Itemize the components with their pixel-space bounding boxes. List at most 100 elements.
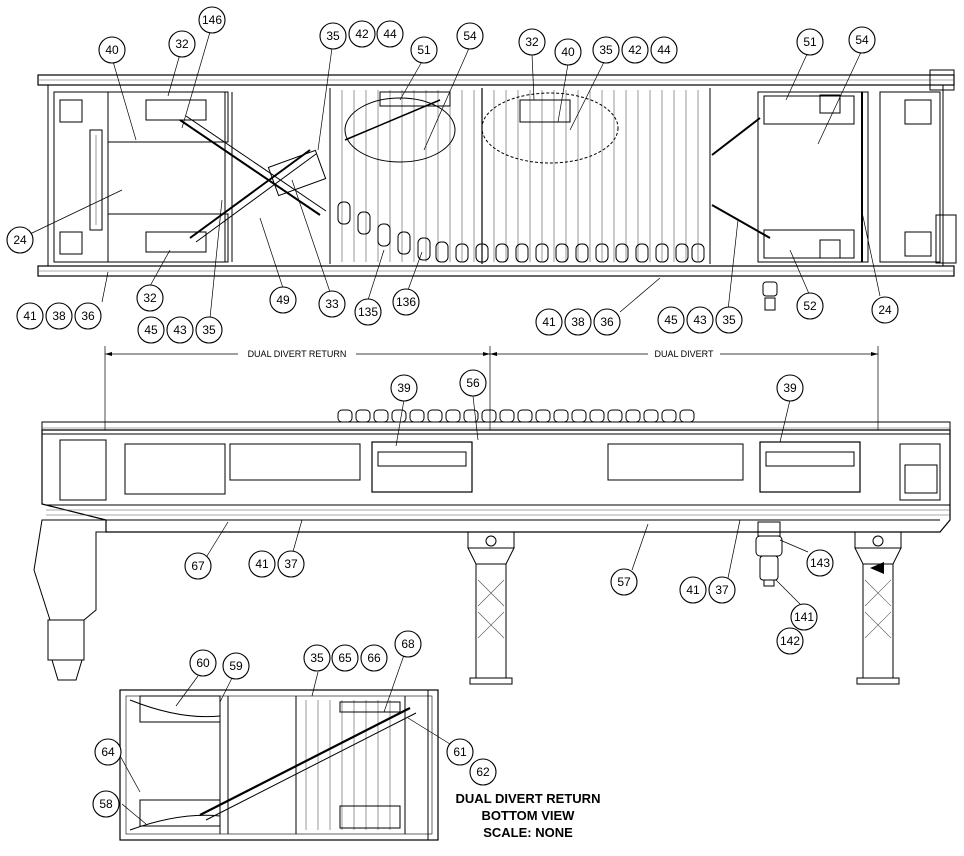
svg-text:141: 141 xyxy=(794,610,814,624)
callout-bubble: 41 xyxy=(535,308,563,336)
svg-text:38: 38 xyxy=(571,315,585,329)
callout-bubble: 65 xyxy=(331,644,359,672)
callout-bubble: 45 xyxy=(137,316,165,344)
svg-text:146: 146 xyxy=(202,13,222,27)
callout-bubble: 38 xyxy=(45,302,73,330)
svg-text:62: 62 xyxy=(476,765,490,779)
svg-text:37: 37 xyxy=(715,583,729,597)
svg-text:68: 68 xyxy=(401,637,415,651)
svg-text:42: 42 xyxy=(628,43,642,57)
callout-bubble: 68 xyxy=(394,630,422,658)
svg-text:38: 38 xyxy=(52,309,66,323)
callout-bubble: 49 xyxy=(269,286,297,314)
callout-bubble: 36 xyxy=(74,302,102,330)
callout-bubble: 32 xyxy=(136,284,164,312)
callout-bubble: 54 xyxy=(848,26,876,54)
svg-text:142: 142 xyxy=(780,634,800,648)
svg-text:36: 36 xyxy=(81,309,95,323)
callout-bubble: 51 xyxy=(410,36,438,64)
svg-text:136: 136 xyxy=(396,295,416,309)
dimension-dual-divert: DUAL DIVERT xyxy=(654,349,714,359)
callout-bubble: 37 xyxy=(277,550,305,578)
callout-bubble: 51 xyxy=(796,28,824,56)
callout-bubble: 44 xyxy=(376,20,404,48)
callout-bubble: 32 xyxy=(168,30,196,58)
top-plan-view xyxy=(37,69,957,311)
svg-text:39: 39 xyxy=(397,381,411,395)
svg-text:35: 35 xyxy=(722,313,736,327)
callout-bubble: 36 xyxy=(593,308,621,336)
callouts-top-view: 146 40 32 35 42 44 51 54 32 40 35 42 44 … xyxy=(6,6,899,344)
svg-text:45: 45 xyxy=(144,323,158,337)
callout-bubble: 52 xyxy=(796,292,824,320)
svg-text:35: 35 xyxy=(326,29,340,43)
callout-bubble: 61 xyxy=(446,738,474,766)
callout-bubble: 66 xyxy=(360,644,388,672)
callout-bubble: 57 xyxy=(610,568,638,596)
svg-text:66: 66 xyxy=(367,651,381,665)
svg-text:51: 51 xyxy=(803,35,817,49)
caption-title: DUAL DIVERT RETURN xyxy=(455,791,601,806)
callout-bubble: 35 xyxy=(195,316,223,344)
svg-text:35: 35 xyxy=(599,43,613,57)
roller-bank-left xyxy=(329,88,483,264)
svg-text:61: 61 xyxy=(453,745,467,759)
callout-bubble: 135 xyxy=(354,298,382,326)
callout-bubble: 42 xyxy=(621,36,649,64)
svg-text:35: 35 xyxy=(310,651,324,665)
callout-bubble: 60 xyxy=(189,649,217,677)
callout-bubble: 44 xyxy=(650,36,678,64)
callout-bubble: 146 xyxy=(198,6,226,34)
dimension-lines xyxy=(104,346,879,430)
svg-text:60: 60 xyxy=(196,656,210,670)
svg-text:52: 52 xyxy=(803,299,817,313)
callout-bubble: 41 xyxy=(679,576,707,604)
callout-bubble: 136 xyxy=(392,288,420,316)
svg-text:58: 58 xyxy=(99,797,113,811)
svg-text:143: 143 xyxy=(810,556,830,570)
svg-text:41: 41 xyxy=(23,309,37,323)
callout-bubble: 59 xyxy=(222,652,250,680)
svg-text:42: 42 xyxy=(355,27,369,41)
svg-text:44: 44 xyxy=(657,43,671,57)
svg-text:36: 36 xyxy=(600,315,614,329)
callout-bubble: 24 xyxy=(871,296,899,324)
callout-bubble: 62 xyxy=(469,758,497,786)
svg-text:40: 40 xyxy=(561,45,575,59)
svg-text:51: 51 xyxy=(417,43,431,57)
callout-bubble: 24 xyxy=(6,226,34,254)
svg-text:41: 41 xyxy=(255,557,269,571)
callout-bubble: 141 xyxy=(790,603,818,631)
leader-lines xyxy=(29,31,881,825)
callout-bubble: 42 xyxy=(348,20,376,48)
svg-text:57: 57 xyxy=(617,575,631,589)
svg-text:54: 54 xyxy=(855,33,869,47)
svg-text:43: 43 xyxy=(173,323,187,337)
svg-text:67: 67 xyxy=(191,559,205,573)
callout-bubble: 32 xyxy=(518,28,546,56)
callout-bubble: 43 xyxy=(166,316,194,344)
svg-text:32: 32 xyxy=(525,35,539,49)
svg-text:35: 35 xyxy=(202,323,216,337)
svg-text:41: 41 xyxy=(542,315,556,329)
callout-bubble: 54 xyxy=(456,22,484,50)
callout-bubble: 45 xyxy=(657,306,685,334)
support-leg-right xyxy=(854,531,902,685)
callout-bubble: 43 xyxy=(686,306,714,334)
callout-bubble: 38 xyxy=(564,308,592,336)
callout-bubble: 33 xyxy=(318,290,346,318)
side-elevation-view xyxy=(33,409,951,685)
callout-bubble: 35 xyxy=(592,36,620,64)
callout-bubble: 35 xyxy=(715,306,743,334)
svg-text:37: 37 xyxy=(284,557,298,571)
svg-text:64: 64 xyxy=(101,745,115,759)
svg-text:49: 49 xyxy=(276,293,290,307)
callout-bubble: 39 xyxy=(390,374,418,402)
svg-text:59: 59 xyxy=(229,659,243,673)
svg-text:41: 41 xyxy=(686,583,700,597)
svg-text:135: 135 xyxy=(358,305,378,319)
svg-text:24: 24 xyxy=(13,233,27,247)
callouts-side-view: 39 56 39 67 41 37 57 41 37 143 141 142 xyxy=(184,369,834,655)
callout-bubble: 35 xyxy=(303,644,331,672)
